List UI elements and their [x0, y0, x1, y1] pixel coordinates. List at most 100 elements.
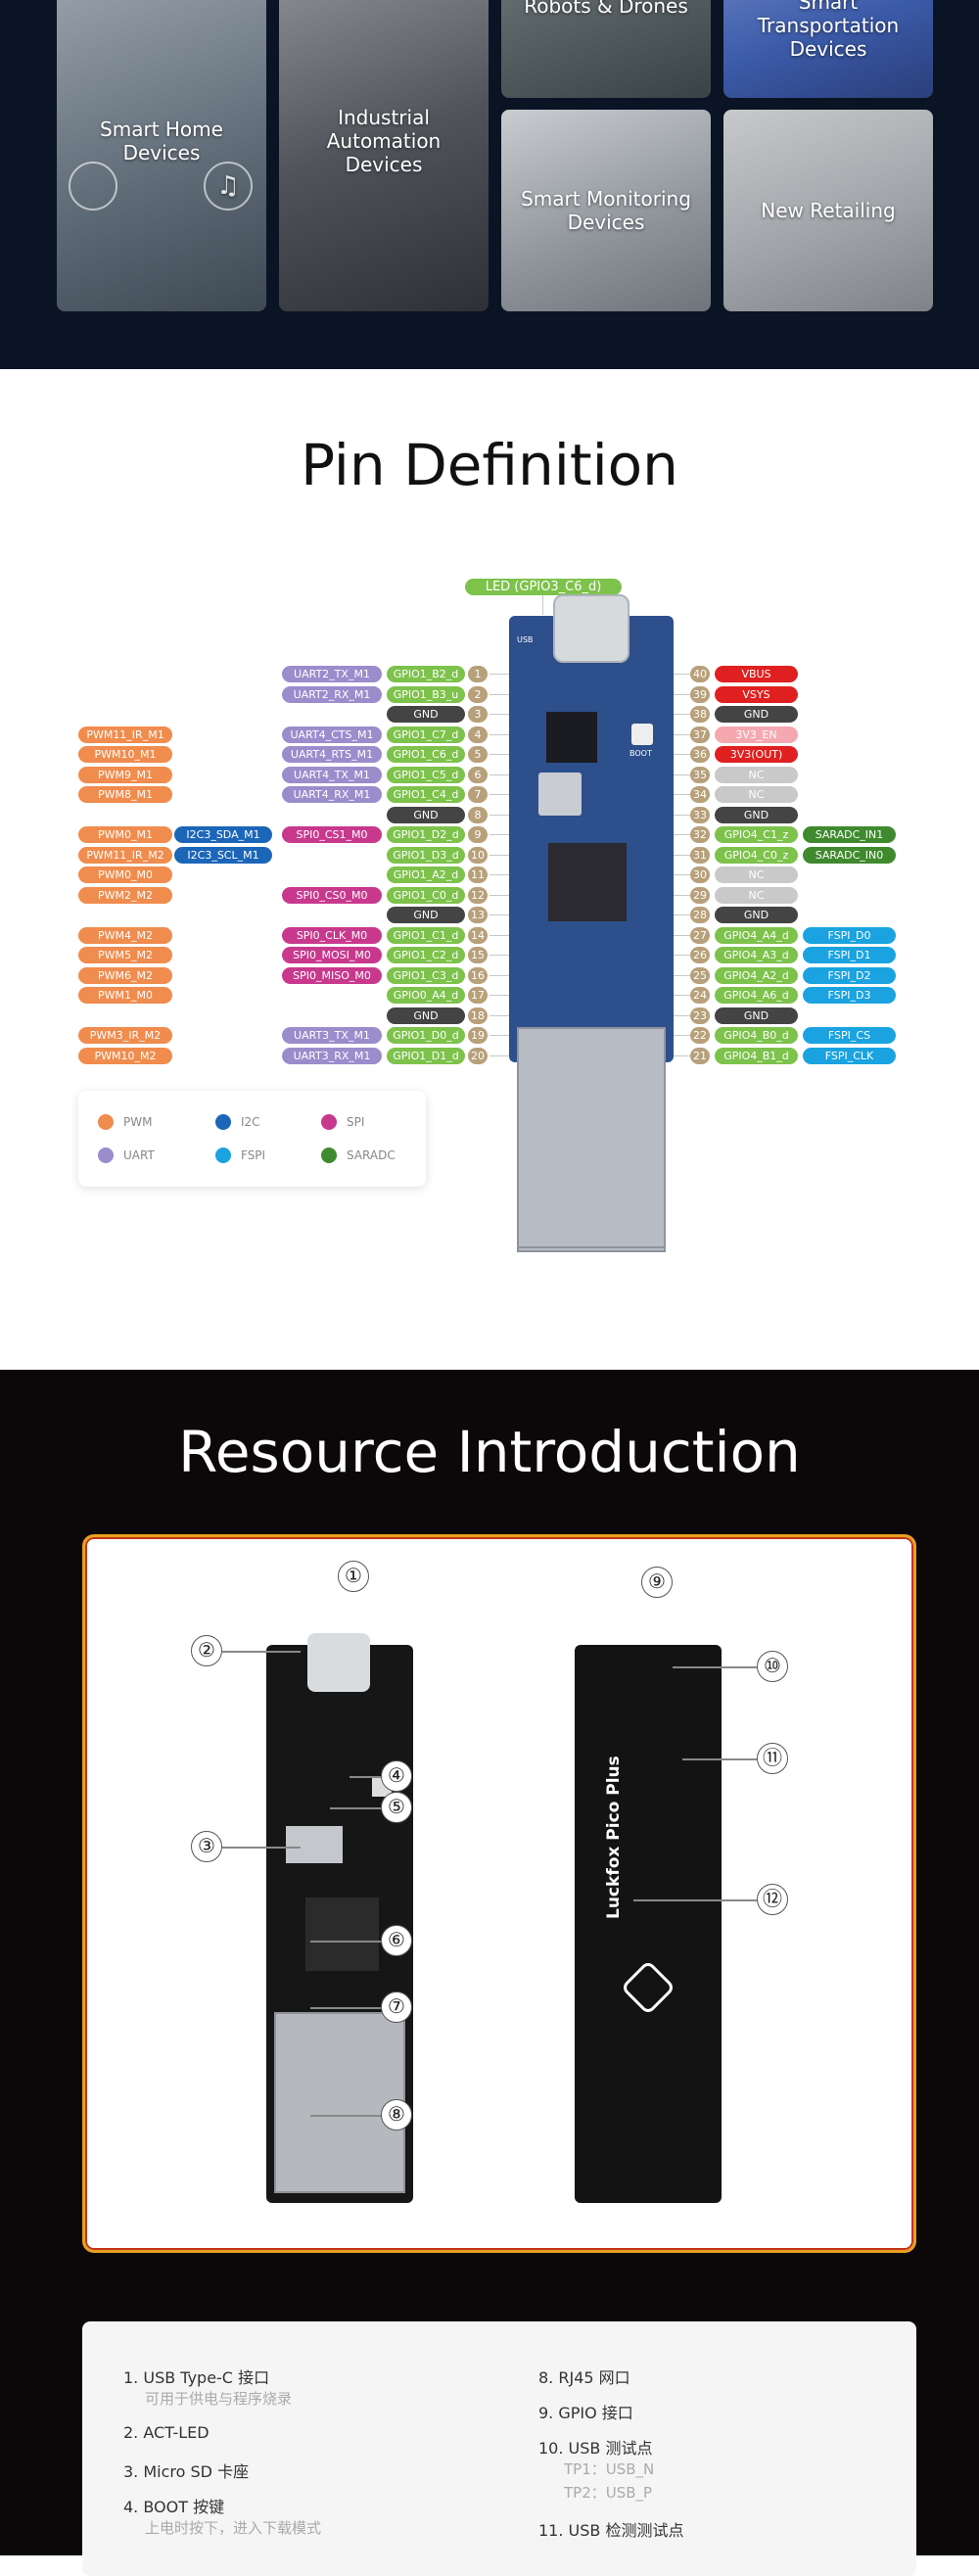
pin-alt-pwm: PWM4_M2: [78, 926, 172, 944]
legend-label: SPI: [347, 1115, 365, 1129]
pin-alt-uart: UART4_TX_M1: [282, 766, 382, 783]
app-tile-label: Smart Transportation Devices: [757, 0, 900, 61]
usb-c-port: [307, 1633, 370, 1692]
pin-alt-pwm: PWM10_M2: [78, 1047, 172, 1064]
app-tile-industrial[interactable]: Industrial Automation Devices: [279, 0, 489, 311]
pin-alt-fspi: FSPI_D2: [803, 966, 896, 984]
pin-gpio: GPIO1_D0_d: [387, 1027, 465, 1044]
pin-alt-uart: UART4_RX_M1: [282, 786, 382, 803]
pin-gpio: GPIO1_D3_d: [387, 846, 465, 864]
pin-connector: [490, 674, 509, 675]
pin-connector: [490, 773, 509, 775]
pin-connector: [674, 914, 690, 915]
pin-gpio: GND: [387, 907, 465, 923]
callout-marker: ⑦: [381, 1991, 412, 2023]
pin-number: 19: [468, 1027, 488, 1044]
resource-item: 3. Micro SD 卡座: [123, 2462, 250, 2481]
pin-alt-fspi: FSPI_D0: [803, 926, 896, 944]
pin-number: 37: [690, 726, 710, 743]
usb-c-port: [553, 594, 629, 663]
callout-marker: ③: [191, 1831, 222, 1862]
pin-gpio: GPIO1_C0_d: [387, 886, 465, 904]
legend-label: PWM: [123, 1115, 153, 1129]
pin-connector: [490, 894, 509, 896]
pin-gpio: GND: [715, 806, 798, 823]
pin-gpio: GND: [387, 706, 465, 723]
pin-number: 15: [468, 947, 488, 963]
boot-button[interactable]: [631, 724, 653, 745]
pin-gpio: GPIO1_B3_u: [387, 685, 465, 703]
pin-gpio: GND: [715, 907, 798, 923]
pin-number: 1: [468, 666, 488, 682]
app-tile-smart-home[interactable]: Smart Home Devices ♫: [57, 0, 266, 311]
pin-gpio: NC: [715, 786, 798, 803]
resource-item: 1. USB Type-C 接口: [123, 2368, 270, 2387]
boot-silk: BOOT: [629, 749, 652, 758]
pin-connector: [674, 794, 690, 795]
pin-alt-uart: UART3_RX_M1: [282, 1047, 382, 1064]
pin-gpio: NC: [715, 866, 798, 883]
callout-line: [310, 2115, 384, 2117]
callout-line: [310, 1941, 384, 1943]
bulb-icon: [69, 162, 117, 211]
usb-silk: USB: [517, 635, 534, 644]
pin-gpio: GPIO1_A2_d: [387, 866, 465, 883]
app-tile-monitoring[interactable]: Smart Monitoring Devices: [501, 110, 711, 311]
pin-number: 9: [468, 826, 488, 843]
pin-alt-fspi: FSPI_D1: [803, 947, 896, 963]
sd-slot: [538, 773, 582, 816]
pin-connector: [674, 693, 690, 695]
pin-number: 8: [468, 806, 488, 823]
legend-dot-uart: [98, 1147, 114, 1163]
legend-dot-spi: [321, 1114, 337, 1130]
pin-number: 14: [468, 926, 488, 944]
board-image: USB BOOT: [509, 594, 674, 1252]
pin-alt-pwm: PWM5_M2: [78, 947, 172, 963]
pin-connector: [490, 834, 509, 835]
pin-number: 32: [690, 826, 710, 843]
pin-alt-pwm: PWM1_M0: [78, 987, 172, 1004]
pin-number: 6: [468, 766, 488, 783]
pin-alt-spi: SPI0_MISO_M0: [282, 966, 382, 984]
pin-gpio: GPIO4_A3_d: [715, 947, 798, 963]
resource-item-note: TP2：USB_P: [564, 2484, 653, 2502]
pin-gpio: 3V3(OUT): [715, 746, 798, 763]
resource-section: Resource Introduction Luckfox Pico Plus …: [0, 1370, 979, 2576]
pin-gpio: GND: [387, 806, 465, 823]
pin-connector: [490, 693, 509, 695]
legend-label: I2C: [241, 1115, 260, 1129]
pin-number: 21: [690, 1047, 710, 1064]
app-tile-transportation[interactable]: Smart Transportation Devices: [723, 0, 933, 98]
app-tile-label: Industrial Automation Devices: [326, 106, 442, 176]
legend-label: FSPI: [241, 1148, 266, 1162]
pin-number: 3: [468, 706, 488, 723]
pin-connector: [490, 874, 509, 875]
applications-section: Smart Home Devices ♫ Industrial Automati…: [0, 0, 979, 369]
pin-number: 12: [468, 886, 488, 904]
app-tile-retailing[interactable]: New Retailing: [723, 110, 933, 311]
pin-connector: [674, 674, 690, 675]
pin-gpio: GPIO4_B1_d: [715, 1047, 798, 1064]
callout-marker: ②: [191, 1635, 222, 1666]
rj45-body: [517, 1062, 666, 1248]
pin-connector: [674, 814, 690, 816]
callout-marker: ⑪: [757, 1743, 788, 1774]
legend-label: SARADC: [347, 1148, 396, 1162]
pin-number: 33: [690, 806, 710, 823]
chip-1: [546, 712, 597, 763]
pin-number: 18: [468, 1007, 488, 1024]
pin-number: 5: [468, 746, 488, 763]
pin-gpio: GPIO0_A4_d: [387, 987, 465, 1004]
pin-connector: [490, 955, 509, 956]
pin-number: 34: [690, 786, 710, 803]
pin-gpio: GPIO1_C6_d: [387, 746, 465, 763]
pin-gpio: GPIO1_C1_d: [387, 926, 465, 944]
pin-alt-pwm: PWM11_IR_M1: [78, 726, 172, 743]
pin-gpio: GPIO4_C0_z: [715, 846, 798, 864]
app-tile-robots[interactable]: Robots & Drones: [501, 0, 711, 98]
pin-alt-spi: SPI0_CLK_M0: [282, 926, 382, 944]
pin-connector: [674, 934, 690, 936]
pin-alt-spi: SPI0_CS1_M0: [282, 826, 382, 843]
pin-number: 35: [690, 766, 710, 783]
